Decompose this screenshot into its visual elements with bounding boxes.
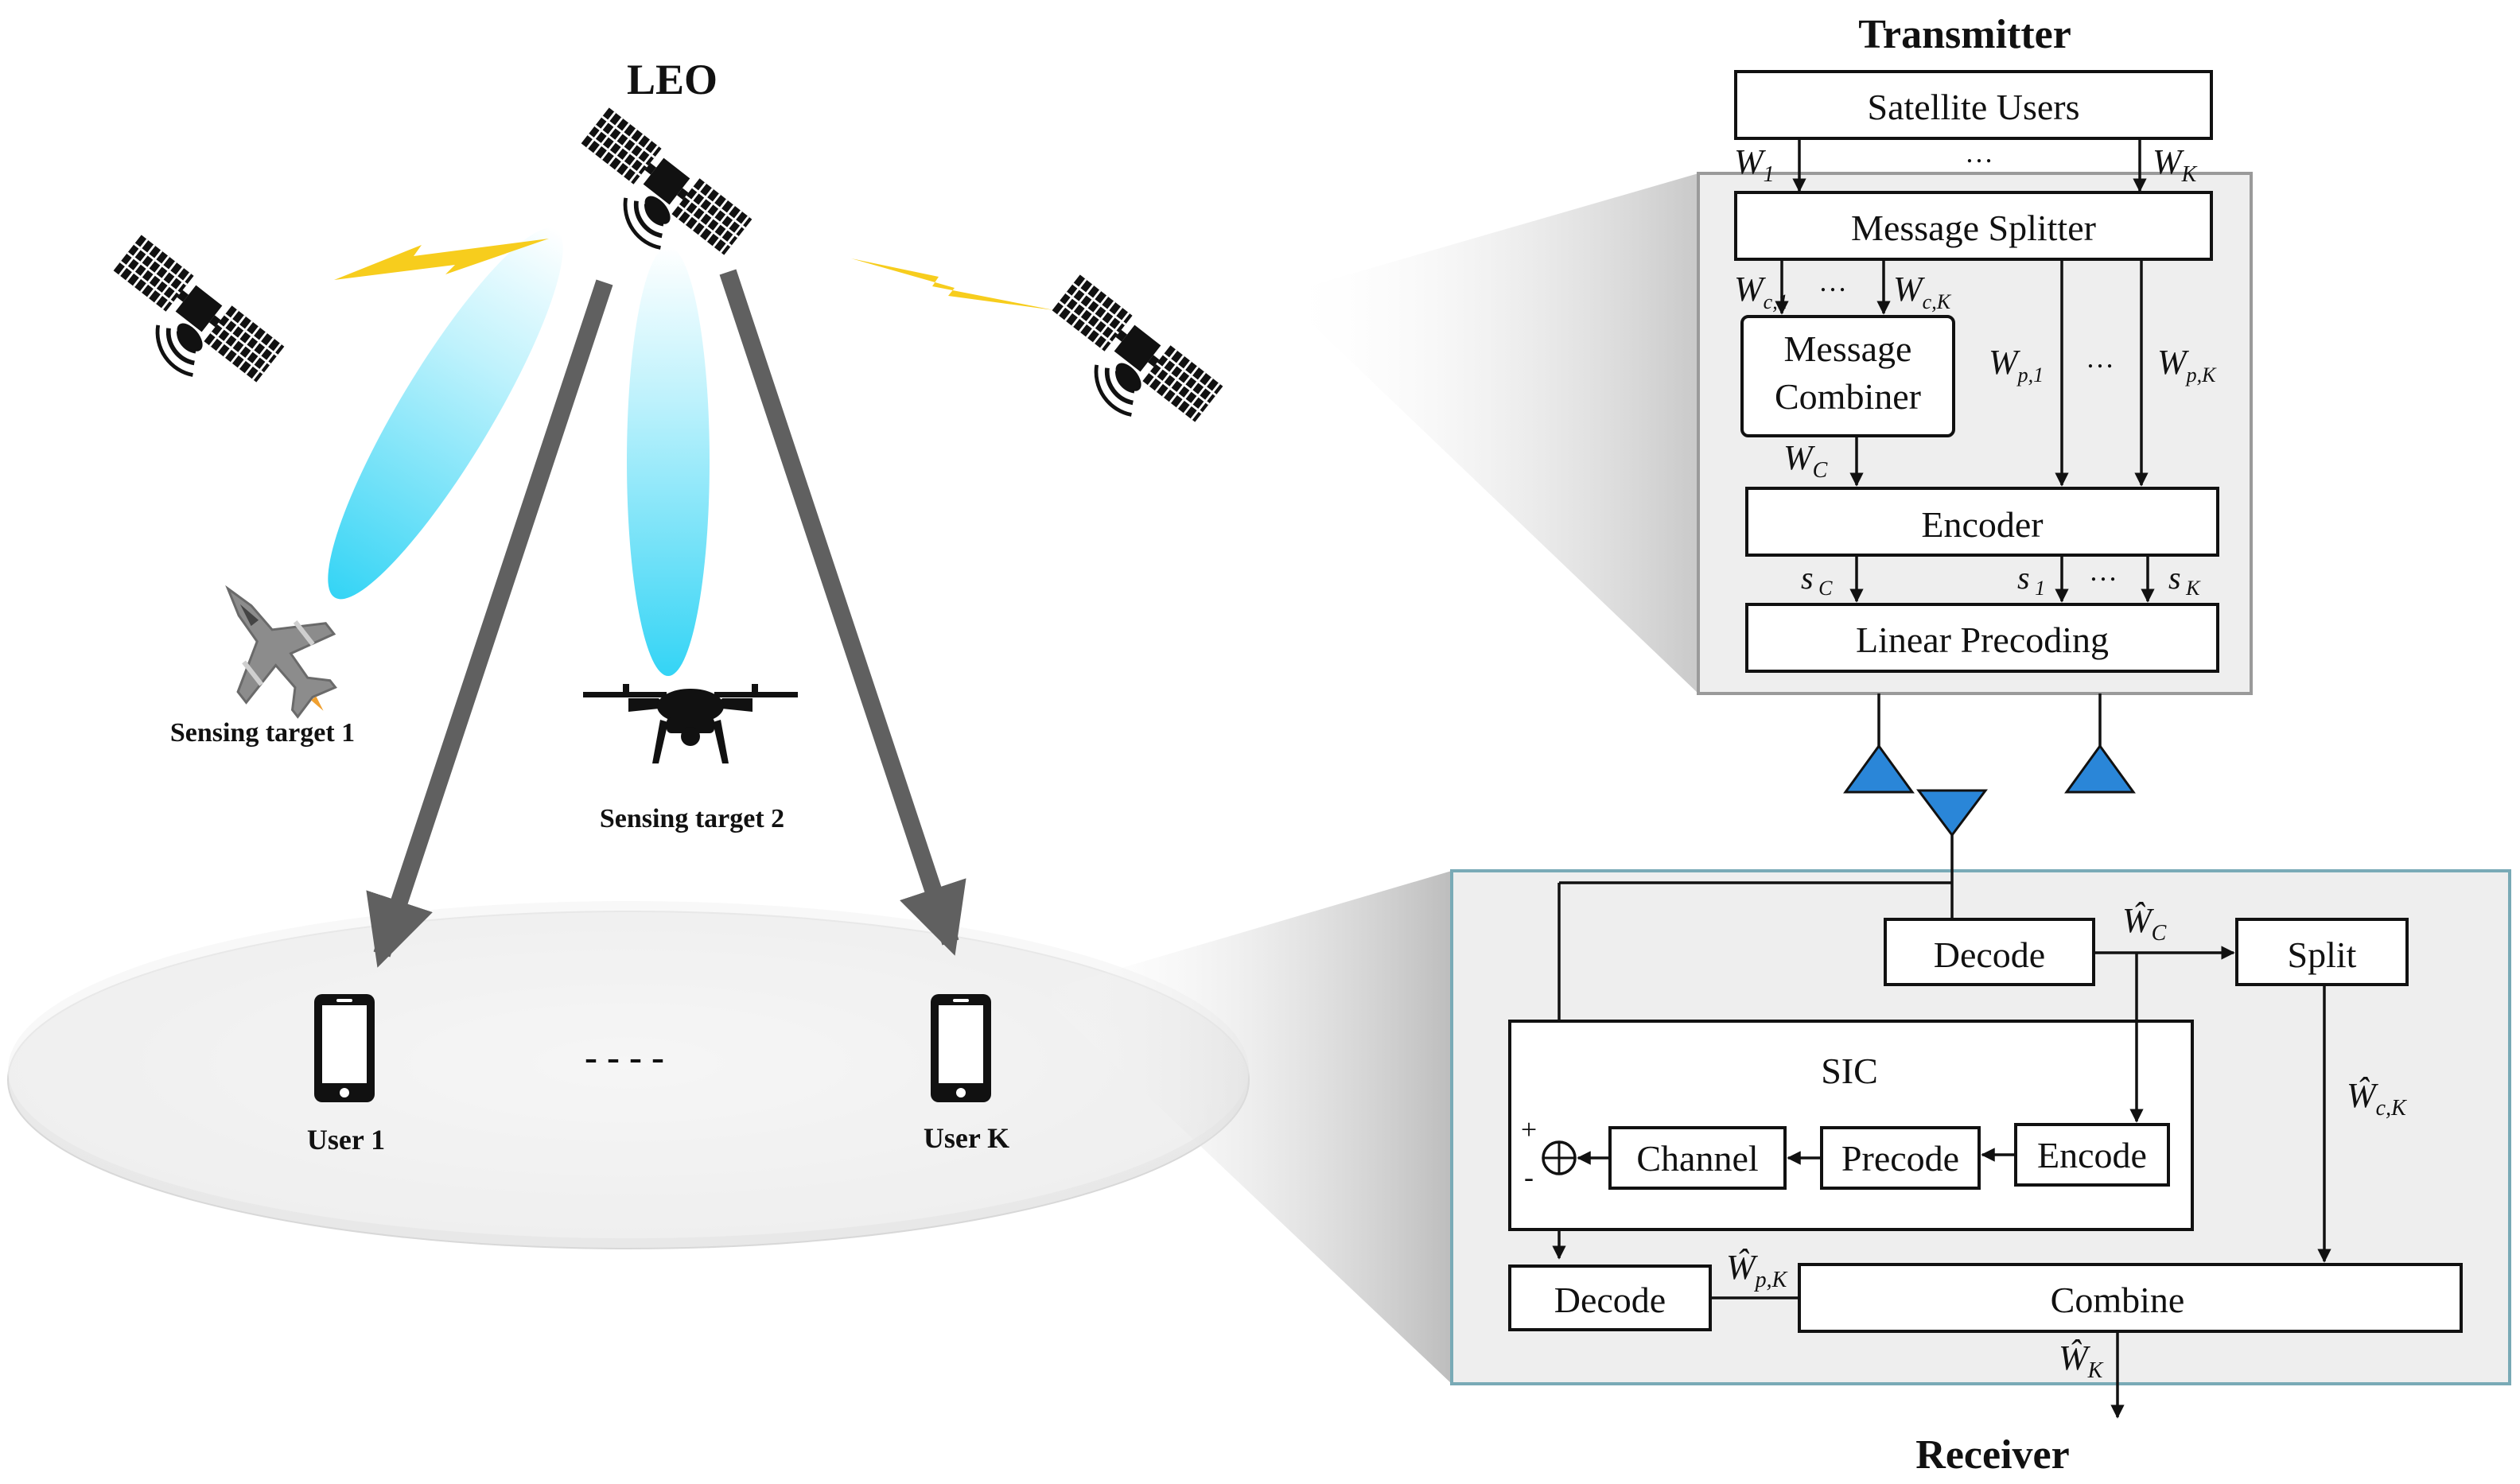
users-ellipsis: - - - - [585, 1036, 664, 1078]
user-k-phone-icon [931, 994, 991, 1102]
ellipsis-streams: … [2089, 555, 2118, 587]
linear-precoding-label: Linear Precoding [1856, 620, 2109, 660]
sensing-target-1-label: Sensing target 1 [170, 718, 355, 748]
channel-label: Channel [1636, 1138, 1758, 1179]
beam-to-target-1 [328, 227, 563, 600]
jet-icon [225, 585, 337, 719]
leo-label: LEO [627, 56, 718, 103]
message-splitter-label: Message Splitter [1851, 208, 2096, 248]
sic-label: SIC [1821, 1051, 1878, 1091]
left-scene: LEO Sensing target 1 Sensing target 2 [7, 56, 1250, 1249]
receiver-title: Receiver [1915, 1432, 2069, 1478]
encoder-box [1745, 487, 2219, 557]
s1-label: s 1 [2017, 560, 2045, 600]
combine-box [1798, 1263, 2463, 1333]
drone-icon [583, 684, 798, 763]
link-arrow-user-k [719, 269, 966, 956]
sensing-target-2-label: Sensing target 2 [600, 804, 784, 833]
zoom-cone-receiver [1038, 871, 1452, 1384]
message-combiner-box [1740, 315, 1955, 437]
minus-sign: - [1524, 1161, 1534, 1193]
ellipsis-private: … [2086, 342, 2114, 374]
message-combiner-label-1: Message [1784, 328, 1912, 369]
precode-label: Precode [1841, 1138, 1959, 1179]
wc-label: WC [1783, 438, 1828, 483]
lightning-right [851, 258, 1054, 310]
decode-top-label: Decode [1934, 934, 2045, 975]
user-1-label: User 1 [307, 1124, 385, 1156]
transmitter-title: Transmitter [1858, 12, 2071, 57]
user-1-phone-icon [314, 994, 375, 1102]
link-arrow-user-1 [366, 279, 613, 968]
plus-sign: + [1521, 1113, 1537, 1145]
beam-to-target-2 [627, 247, 710, 676]
linear-precoding-box [1745, 603, 2219, 673]
w1-label: W1 [1734, 142, 1775, 187]
receiver-block: Decode ŴC Split SIC Encode Precode Chann… [1450, 835, 2511, 1478]
leo-satellite-icon [581, 107, 752, 254]
wk-label: WK [2152, 142, 2198, 187]
satellite-left-icon [114, 235, 285, 382]
satellite-users-label: Satellite Users [1868, 87, 2080, 127]
precode-box [1820, 1126, 1981, 1190]
satellite-right-icon [1052, 274, 1223, 422]
tx-antenna-2-icon [2064, 744, 2136, 794]
zoom-cone-transmitter [1281, 173, 1698, 693]
ellipsis-users: … [1965, 137, 1993, 169]
sum-node-icon [1542, 1140, 1577, 1175]
decode-bottom-label: Decode [1554, 1280, 1666, 1320]
lightning-left [334, 239, 549, 280]
rx-antenna-icon [1916, 789, 1988, 837]
satellite-users-box [1734, 70, 2213, 140]
message-combiner-label-2: Combiner [1775, 376, 1921, 417]
ellipsis-common: … [1818, 266, 1847, 297]
encode-label: Encode [2037, 1135, 2147, 1175]
antennas [1843, 693, 2136, 837]
tx-antenna-1-icon [1843, 744, 1915, 794]
combine-label: Combine [2051, 1280, 2185, 1320]
transmitter-block: Transmitter Satellite Users W1 WK … Mess… [1697, 12, 2253, 695]
message-splitter-box [1734, 191, 2213, 261]
encoder-label: Encoder [1921, 504, 2043, 545]
split-label: Split [2288, 934, 2357, 975]
split-box [2235, 918, 2409, 986]
user-k-label: User K [924, 1122, 1009, 1154]
